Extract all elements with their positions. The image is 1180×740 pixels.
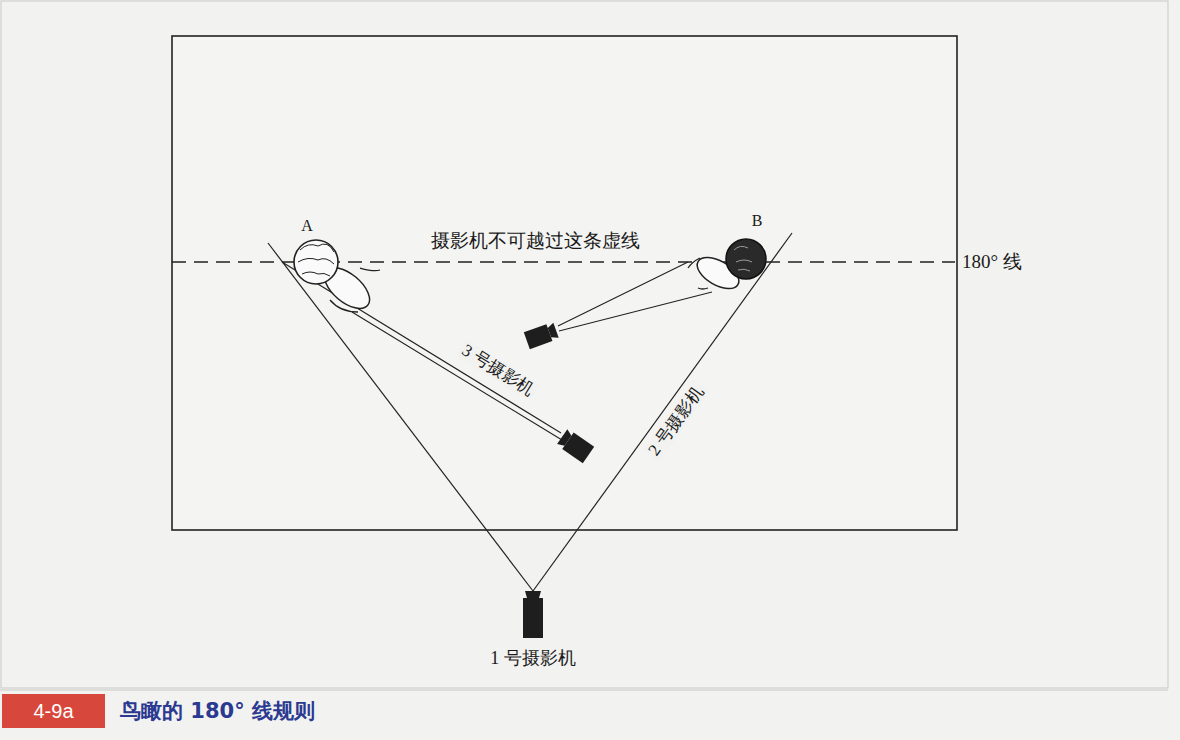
camera-label: 2 号摄影机 xyxy=(643,380,710,462)
line-label: 摄影机不可越过这条虚线 xyxy=(431,230,640,252)
arm xyxy=(330,300,358,312)
camera-body xyxy=(523,598,543,638)
figure-number: 4-9a xyxy=(33,700,73,723)
camera-1 xyxy=(523,591,543,638)
hair xyxy=(298,244,334,276)
camera-3 xyxy=(557,429,595,464)
camera-label: 3 号摄影机 xyxy=(456,339,540,401)
arm xyxy=(688,258,708,289)
sight-line xyxy=(558,262,688,326)
head xyxy=(294,240,338,284)
set-boundary xyxy=(172,36,957,530)
sight-line xyxy=(533,233,792,591)
hair xyxy=(734,246,752,271)
camera-lens xyxy=(557,429,573,448)
sight-line xyxy=(559,292,712,331)
character-letter: B xyxy=(752,212,763,230)
camera-2 xyxy=(524,322,559,349)
figure-badge: 4-9a xyxy=(2,694,105,728)
arm xyxy=(360,268,380,271)
character-letter: A xyxy=(301,217,313,235)
camera-label: 1 号摄影机 xyxy=(490,648,576,669)
head xyxy=(726,239,766,279)
line-label: 180° 线 xyxy=(962,251,1022,273)
axis-line xyxy=(172,261,955,263)
sight-line xyxy=(352,312,562,440)
person-b xyxy=(688,239,766,295)
sight-line xyxy=(268,243,533,591)
camera-lens xyxy=(547,323,559,340)
caption-rule xyxy=(0,690,1168,691)
camera-lens xyxy=(525,591,541,598)
sight-line xyxy=(282,262,561,433)
page-frame xyxy=(1,1,1168,688)
figure-caption: 鸟瞰的 180° 线规则 xyxy=(120,697,315,725)
person-a xyxy=(294,240,380,316)
